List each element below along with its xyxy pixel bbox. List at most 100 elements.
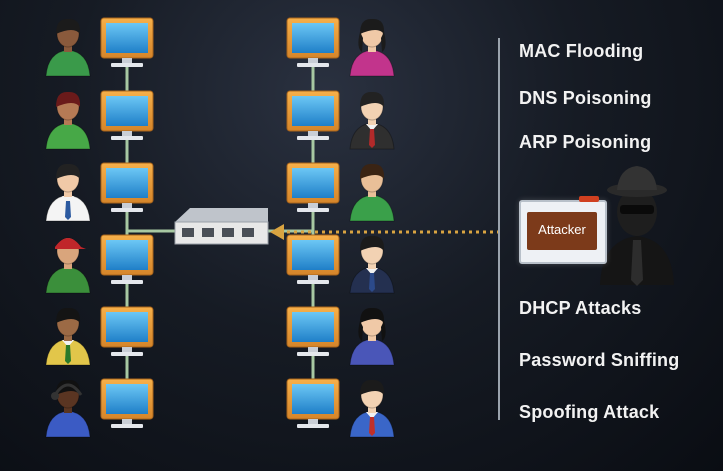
user-tie: [65, 345, 71, 364]
user-hair: [56, 18, 81, 34]
switch-top: [175, 208, 268, 222]
hacker-tie: [631, 240, 643, 286]
monitor-screen: [292, 240, 334, 270]
user-body: [45, 122, 91, 150]
monitor-screen: [292, 312, 334, 342]
user-hair: [360, 163, 385, 179]
user-neck: [64, 405, 72, 413]
user-body: [45, 410, 91, 438]
monitor-neck: [308, 58, 318, 63]
monitor-neck: [308, 131, 318, 136]
user-avatar-icon: [45, 91, 91, 150]
attack-label-mac-flooding: MAC Flooding: [519, 41, 644, 61]
attack-label-dns-poisoning: DNS Poisoning: [519, 88, 652, 108]
user-cap: [55, 238, 86, 249]
monitor-base: [297, 280, 329, 284]
user-body: [45, 49, 91, 77]
user-avatar-icon: [349, 18, 395, 77]
monitor-base: [111, 280, 143, 284]
monitor-base: [111, 136, 143, 140]
user-neck: [368, 405, 376, 413]
user-collar: [62, 196, 74, 203]
user-hair-side: [358, 32, 363, 52]
hacker-icon: [600, 166, 674, 286]
monitor-neck: [308, 347, 318, 352]
user-hair: [56, 307, 81, 323]
attacker-screen: Attacker: [527, 212, 597, 250]
user-avatar-icon: [349, 163, 395, 222]
monitor-icon: [100, 378, 154, 428]
attack-label-password-sniffing: Password Sniffing: [519, 350, 680, 370]
user-headset-ear: [51, 392, 59, 400]
user-hair: [360, 379, 385, 395]
attacker-laptop: Attacker: [519, 196, 607, 264]
monitor-neck: [308, 203, 318, 208]
user-collar: [366, 268, 378, 275]
user-tie: [369, 273, 375, 292]
user-avatar-icon: [45, 18, 91, 77]
user-avatar-icon: [45, 307, 91, 366]
user-avatar-icon: [45, 379, 91, 438]
monitor-neck: [308, 275, 318, 280]
attack-label-dhcp-attacks: DHCP Attacks: [519, 298, 642, 318]
user-hair-side: [381, 32, 386, 52]
monitor-base: [297, 352, 329, 356]
monitor-base: [111, 63, 143, 67]
monitor-screen: [292, 96, 334, 126]
user-neck: [64, 261, 72, 269]
monitor-base: [111, 424, 143, 428]
monitor-icon: [100, 90, 154, 140]
user-neck: [64, 44, 72, 52]
monitor-neck: [122, 131, 132, 136]
user-hair: [56, 91, 81, 107]
user-headset: [53, 383, 83, 396]
switch-port: [202, 228, 214, 237]
user-hair: [360, 235, 385, 251]
user-tie: [65, 201, 71, 220]
user-avatar-icon: [349, 91, 395, 150]
user-collar: [366, 412, 378, 419]
switch-port: [182, 228, 194, 237]
user-avatar-icon: [45, 163, 91, 222]
user-hair: [56, 163, 81, 179]
user-collar: [366, 124, 378, 131]
monitor-icon: [286, 162, 340, 212]
user-collar: [62, 340, 74, 347]
monitor-icon: [286, 17, 340, 67]
monitor-screen: [106, 168, 148, 198]
monitor-neck: [122, 347, 132, 352]
monitor-neck: [122, 275, 132, 280]
user-neck: [368, 333, 376, 341]
user-hair: [360, 18, 385, 34]
user-hair: [360, 91, 385, 107]
user-body: [349, 194, 395, 222]
attack-arrow-head: [270, 224, 284, 240]
user-avatar-icon: [349, 235, 395, 294]
user-body: [45, 266, 91, 294]
attacker-laptop-bar: [579, 196, 599, 202]
monitor-screen: [292, 23, 334, 53]
monitor-screen: [106, 96, 148, 126]
monitor-icon: [100, 306, 154, 356]
monitor-screen: [292, 168, 334, 198]
monitor-base: [297, 136, 329, 140]
user-hair: [56, 379, 81, 395]
user-neck: [368, 117, 376, 125]
monitor-icon: [100, 17, 154, 67]
user-neck: [64, 189, 72, 197]
monitor-screen: [292, 384, 334, 414]
user-body: [349, 49, 395, 77]
user-avatar-icon: [45, 237, 91, 294]
monitor-base: [297, 208, 329, 212]
monitor-icon: [286, 378, 340, 428]
user-avatar-icon: [349, 379, 395, 438]
monitor-icon: [286, 90, 340, 140]
hacker-mask: [620, 205, 654, 214]
monitor-screen: [106, 384, 148, 414]
monitor-neck: [122, 203, 132, 208]
switch-body: [174, 221, 269, 245]
user-neck: [64, 333, 72, 341]
switch-port: [242, 228, 254, 237]
user-tie: [369, 129, 375, 148]
